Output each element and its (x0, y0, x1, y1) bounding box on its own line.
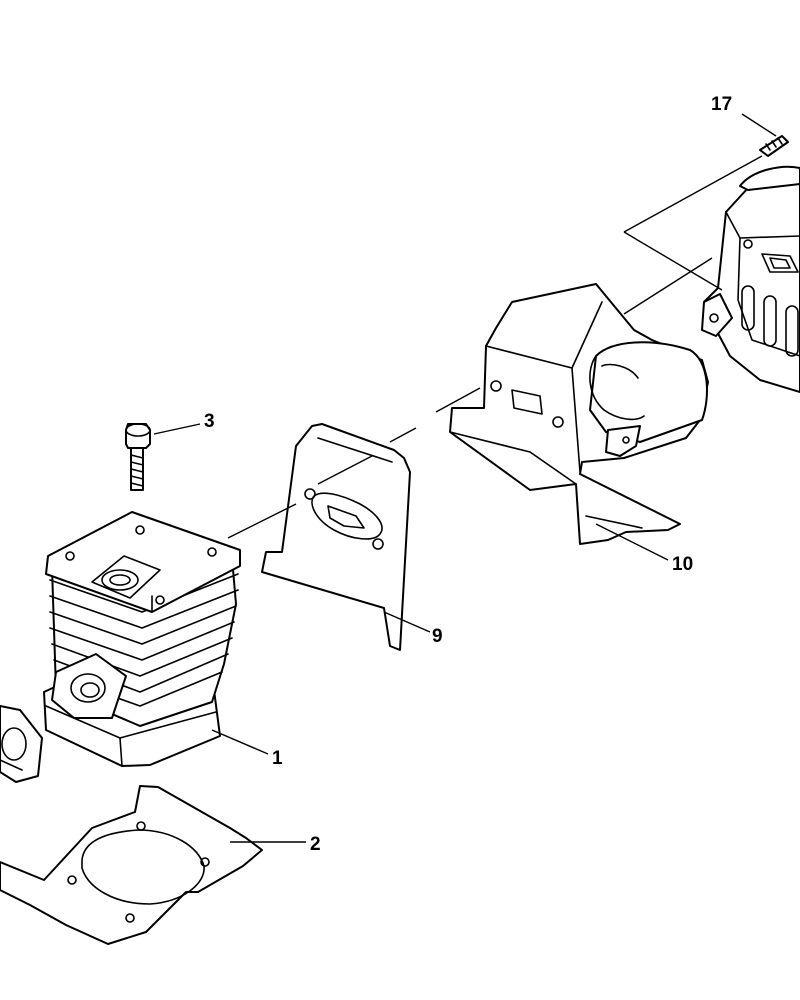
exhaust-gasket-plate (261, 423, 411, 651)
callout-label-1: 1 (272, 748, 283, 769)
intake-spacer (0, 705, 43, 783)
assembly-lines (227, 155, 763, 539)
heat-shield (449, 283, 709, 545)
cylinder (43, 511, 241, 767)
callout-label-2: 2 (310, 834, 321, 855)
callout-leaders (153, 113, 777, 843)
base-gasket (0, 785, 263, 945)
callout-label-9: 9 (432, 626, 443, 647)
muffler (701, 165, 800, 393)
screw (125, 423, 151, 491)
callout-label-3: 3 (204, 411, 215, 432)
callout-label-17: 17 (711, 94, 732, 115)
bolt (759, 135, 789, 157)
callout-label-10: 10 (672, 554, 693, 575)
